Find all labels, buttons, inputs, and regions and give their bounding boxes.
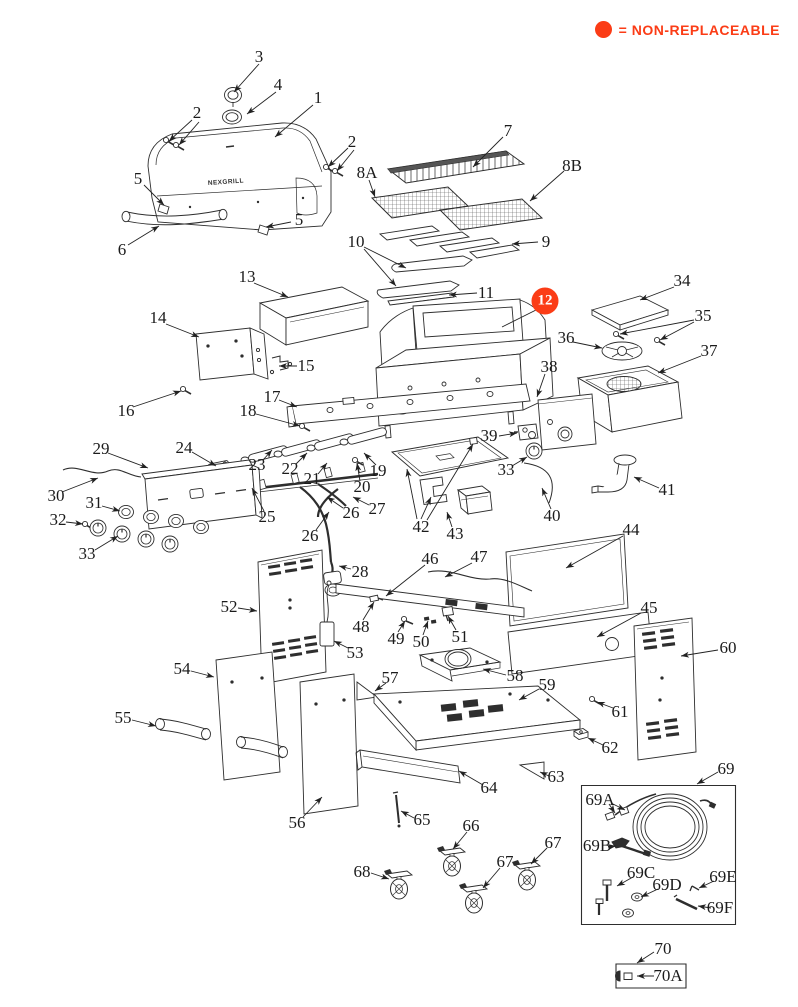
part-19-23-valve-tubes [241,427,387,463]
part-69-hose-kit-box [582,786,736,925]
part-58-tank-tray [420,648,500,681]
part-66-caster [436,845,466,877]
part-55-door-handle [156,719,211,741]
part-51-bracket [442,607,454,622]
part-69C-bolts [596,880,611,915]
part-39-sideburner-valve [514,424,538,440]
part-63-corner-bracket [520,762,544,779]
part-46-support-bar [336,584,524,617]
part-60-right-side-panel [634,618,696,760]
part-54-left-door [216,652,288,780]
part-69E-clip [690,886,699,891]
part-52-left-side-panel [258,550,326,684]
part-10-burner-tubes [377,256,472,298]
part-70A-fitting [616,971,632,981]
part-29-control-panel [142,460,262,529]
part-64-front-rail [356,750,460,783]
part-40-wire [524,463,552,503]
part-67-caster-right [511,859,541,891]
part-9-heat-plates [380,226,519,258]
part-41-venturi [592,455,636,493]
part-8B-cooking-grate [440,199,542,230]
part-30-wire [63,468,141,477]
part-49-bolt [401,616,413,624]
legend: = NON-REPLACEABLE [594,21,780,38]
part-7-warming-rack [388,151,524,183]
leader-lines [62,64,718,979]
part-62-clip [574,729,588,740]
legend-text: = NON-REPLACEABLE [618,21,780,38]
part-44-back-panel [506,534,628,626]
part-6-lid-handle [122,209,227,224]
part-69B-valve [612,838,650,856]
part-4-bezel [223,110,242,124]
part-28-hose-regulator [323,562,342,596]
part-65-rod [393,792,401,828]
part-3-thermometer [225,88,242,108]
lid-logo: NEXGRILL [208,177,244,186]
part-34-sideburner-lid [592,296,668,330]
part-1-lid [148,123,331,230]
part-37-sideburner-box [578,366,682,432]
part-14-shelf-bracket-box [196,328,268,380]
part-13-side-shelf [260,287,368,345]
part-56-right-door [300,674,358,814]
part-43-grease-cup [458,486,492,514]
part-33-sideburner-knob [525,442,543,460]
part-18-screw [298,422,311,432]
part-42-grease-tray [392,437,508,505]
part-67-caster-left [458,882,488,914]
part-59-bottom-shelf [374,686,580,750]
part-50-nuts [423,616,437,624]
part-26-27-manifold [250,456,378,562]
part-68-caster [383,868,413,900]
part-69D-washers [623,893,643,917]
part-57-corner-bracket [357,682,377,700]
part-15-clip [270,356,291,374]
part-12-firebox [376,299,553,438]
non-replaceable-dot-icon [594,21,612,38]
part-16-screw [179,385,192,395]
part-53-igniter-module [320,581,334,646]
part-38-sideburner-panel [538,394,596,450]
part-36-sideburner-head [602,342,642,360]
part-48-fitting [370,595,383,602]
part-35-screw-a [612,330,625,340]
part-69F-rod [674,895,697,909]
